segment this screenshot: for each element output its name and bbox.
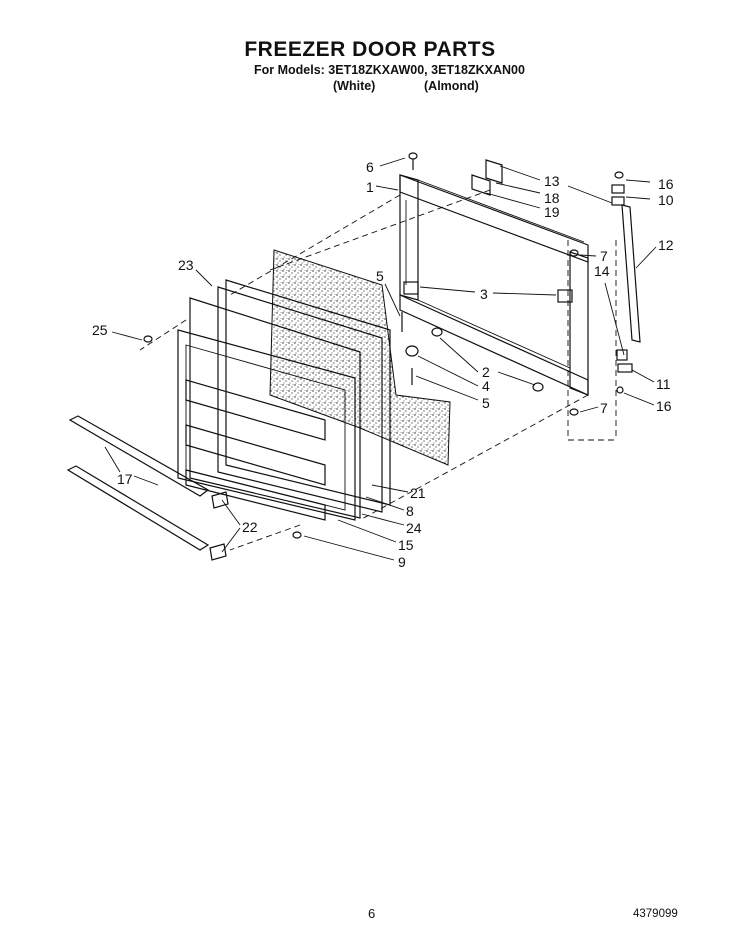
callout-labels: 6 1 13 18 19 16 10 7 12 14 23 5 3 25 2 4… bbox=[92, 159, 674, 570]
callout-16a: 16 bbox=[658, 176, 674, 192]
callout-18: 18 bbox=[544, 190, 560, 206]
callout-24: 24 bbox=[406, 520, 422, 536]
variant-white: (White) bbox=[333, 79, 376, 93]
callout-13: 13 bbox=[544, 173, 560, 189]
callout-2: 2 bbox=[482, 364, 490, 380]
callout-11: 11 bbox=[656, 376, 671, 392]
callout-21: 21 bbox=[410, 485, 426, 501]
variant-almond: (Almond) bbox=[424, 79, 479, 93]
callout-16b: 16 bbox=[656, 398, 672, 414]
callout-4: 4 bbox=[482, 378, 490, 394]
alignment-lines bbox=[139, 189, 617, 551]
callout-7b: 7 bbox=[600, 400, 608, 416]
callout-19: 19 bbox=[544, 204, 560, 220]
callout-10: 10 bbox=[658, 192, 674, 208]
callout-5b: 5 bbox=[482, 395, 490, 411]
callout-23: 23 bbox=[178, 257, 194, 273]
page-number: 6 bbox=[368, 906, 376, 921]
callout-7a: 7 bbox=[600, 248, 608, 264]
callout-6: 6 bbox=[366, 159, 374, 175]
bracket-18-19 bbox=[471, 159, 503, 196]
page-title: FREEZER DOOR PARTS bbox=[244, 38, 496, 61]
callout-15: 15 bbox=[398, 537, 414, 553]
hinge-rail-12 bbox=[611, 171, 641, 394]
document-number: 4379099 bbox=[633, 908, 678, 920]
trim-strips-17 bbox=[66, 415, 210, 551]
shelf-racks bbox=[185, 379, 326, 521]
callout-12: 12 bbox=[658, 237, 674, 253]
callout-25: 25 bbox=[92, 322, 108, 338]
hinge-3 bbox=[403, 281, 573, 303]
models-line: For Models: 3ET18ZKXAW00, 3ET18ZKXAN00 bbox=[254, 63, 525, 77]
callout-9: 9 bbox=[398, 554, 406, 570]
callout-14: 14 bbox=[594, 263, 610, 279]
end-caps-22 bbox=[209, 491, 229, 561]
callout-1: 1 bbox=[366, 179, 374, 195]
callout-5a: 5 bbox=[376, 268, 384, 284]
callout-3: 3 bbox=[480, 286, 488, 302]
fasteners bbox=[143, 249, 579, 539]
screw-6 bbox=[408, 152, 418, 170]
callout-22: 22 bbox=[242, 519, 258, 535]
leader-lines bbox=[104, 157, 657, 561]
callout-17: 17 bbox=[117, 471, 133, 487]
door-frame bbox=[399, 174, 589, 396]
callout-8: 8 bbox=[406, 503, 414, 519]
